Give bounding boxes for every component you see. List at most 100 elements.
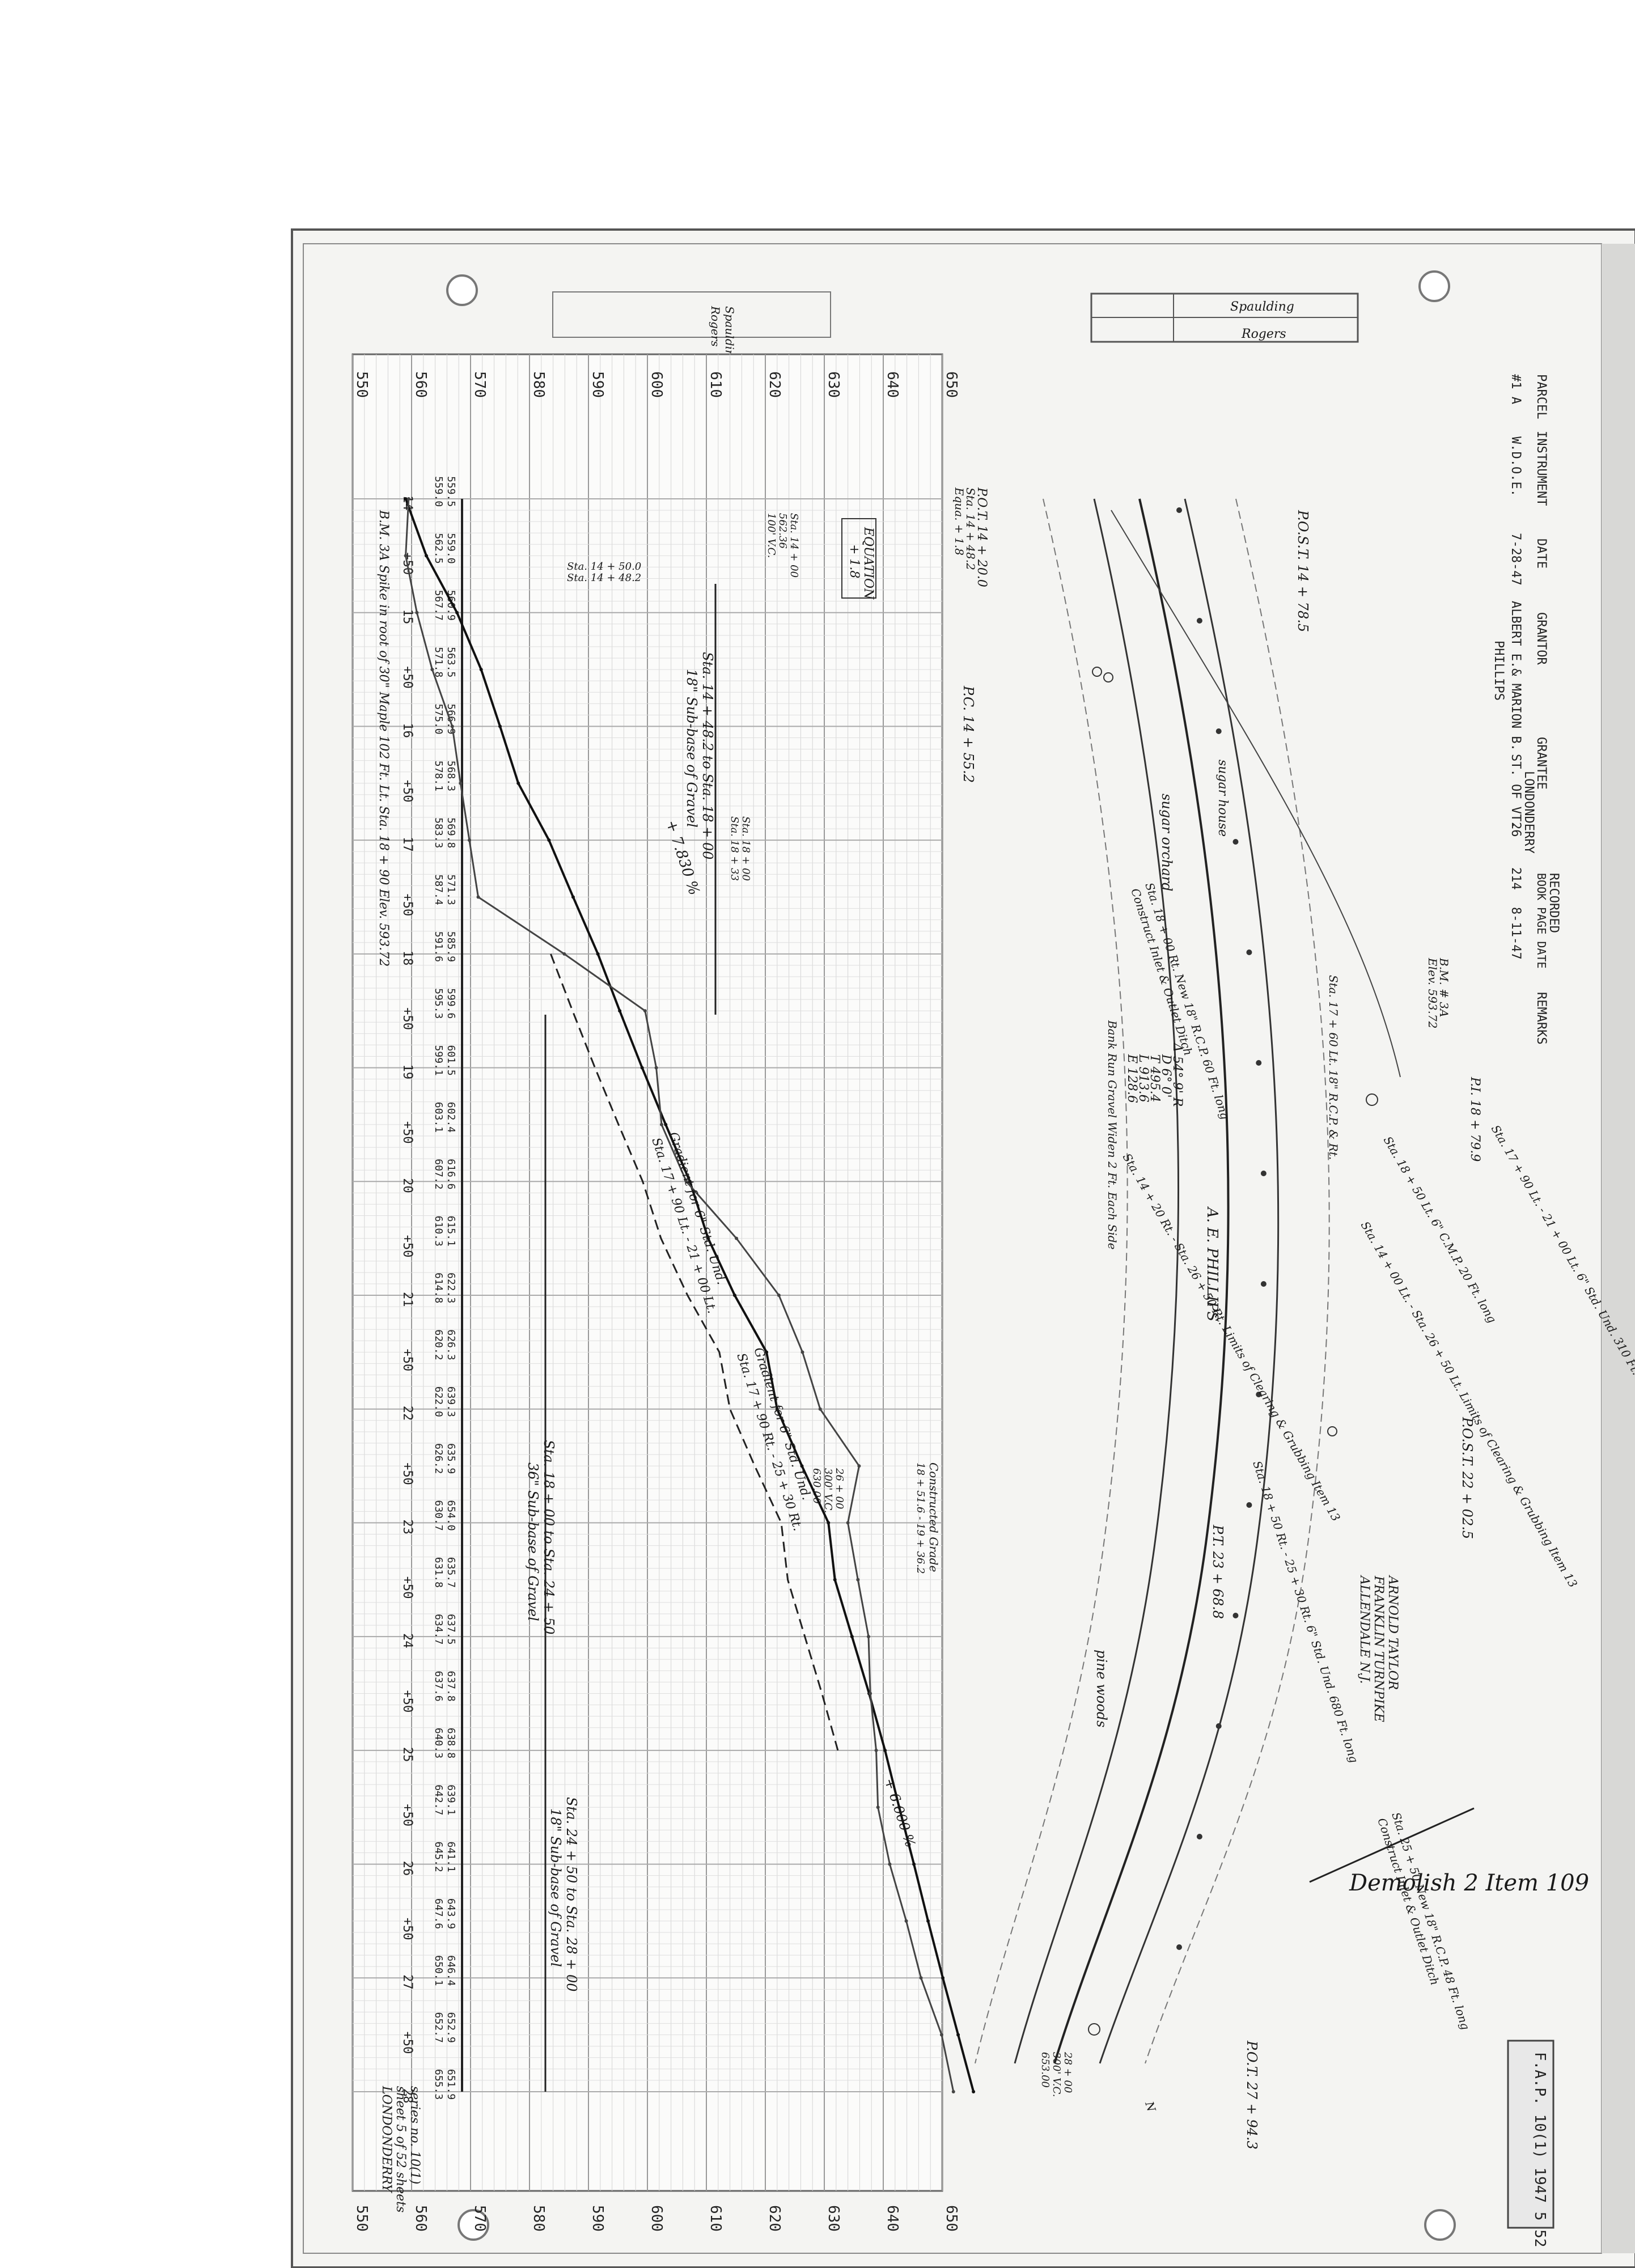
existing-elevation: 646.4 — [445, 1955, 457, 1986]
bench-mark-label: B.M. # 3A — [1437, 957, 1451, 1018]
profile-point — [425, 554, 428, 558]
pot-end-label: P.O.T. 27 + 94.3 — [1244, 2040, 1260, 2150]
existing-elevation: 569.8 — [445, 817, 457, 848]
grade-elevation: 620.2 — [433, 1329, 444, 1360]
profile-point — [856, 1578, 860, 1582]
post-start-label: P.O.S.T. 14 + 78.5 — [1295, 510, 1311, 632]
existing-elevation: 601.5 — [445, 1045, 457, 1076]
post-end-label: P.O.S.T. 22 + 02.5 — [1459, 1417, 1475, 1539]
pc-label: P.C. 14 + 55.2 — [960, 685, 976, 783]
profile-point — [618, 1009, 622, 1013]
header-instrument: INSTRUMENT — [1534, 431, 1548, 506]
station-label: +50 — [400, 2032, 414, 2054]
profile-point — [430, 668, 434, 672]
header-grantee: GRANTEE — [1534, 737, 1548, 790]
subbase-3: Sta. 24 + 50 to Sta. 28 + 00 — [564, 1797, 579, 1992]
value-date: 7-28-47 — [1509, 533, 1523, 586]
profile-point — [897, 1805, 901, 1809]
right-row-line — [975, 498, 1128, 2064]
grade-elevation: 631.8 — [433, 1557, 444, 1588]
north-arrow: Demolish 2 Item 109 — [1309, 1807, 1589, 1896]
profile-point — [476, 895, 480, 899]
existing-elevation: 615.1 — [445, 1216, 457, 1247]
profile-point — [800, 1350, 804, 1354]
elevation-label: 620 — [766, 371, 783, 398]
station-label: +50 — [400, 1690, 414, 1713]
profile-point — [571, 895, 575, 899]
profile-point — [874, 1748, 878, 1752]
station-label: 27 — [400, 1974, 414, 1990]
elevation-label: 580 — [530, 2205, 547, 2232]
sugar-orchard-label: sugar orchard — [1159, 794, 1175, 892]
profile-point — [972, 2090, 976, 2093]
end-vpi-station: 28 + 00 — [1062, 2051, 1074, 2093]
existing-elevation: 654.0 — [445, 1500, 457, 1531]
profile-point — [562, 952, 566, 956]
profile-point — [869, 1692, 872, 1695]
elevation-label: 590 — [589, 371, 606, 398]
pine-woods-label: pine woods — [1094, 1650, 1109, 1727]
curve-t: T 495.4 — [1147, 1054, 1162, 1103]
bank-run-note: Bank Run Gravel Widen 2 Ft. Each Side — [1105, 1020, 1119, 1249]
bench-mark-elev: Elev. 593.72 — [1426, 957, 1439, 1028]
station-label: +50 — [400, 780, 414, 803]
existing-elevation: 571.3 — [445, 875, 457, 905]
station-label: +50 — [400, 1007, 414, 1030]
header-remarks: REMARKS — [1534, 992, 1548, 1045]
value-parcel: #1 A — [1509, 374, 1523, 404]
existing-elevation: 585.9 — [445, 931, 457, 962]
grade-elevation: 562.5 — [433, 533, 444, 563]
curve-l: L 913.6 — [1136, 1054, 1150, 1103]
taylor-city: ALLENDALE N.J. — [1357, 1575, 1371, 1684]
profile-point — [459, 781, 463, 785]
profile-point — [450, 724, 454, 728]
profile-point — [467, 838, 471, 842]
profile-point — [876, 1805, 880, 1809]
centerline — [1053, 498, 1230, 2064]
binder-hole — [1418, 270, 1450, 302]
station-label: 20 — [400, 1178, 414, 1193]
existing-road — [1111, 510, 1401, 1078]
elevation-label: 610 — [707, 2205, 724, 2232]
station-label: 18 — [400, 951, 414, 966]
profile-point — [941, 1976, 945, 1980]
value-page: 214 — [1509, 867, 1523, 890]
existing-elevation: 638.8 — [445, 1728, 457, 1758]
value-grantee-2: LONDONDERRY — [1522, 771, 1536, 854]
left-edge — [1099, 498, 1280, 2064]
grade-elevation: 647.6 — [433, 1898, 444, 1929]
bench-mark-note: B.M. 3A Spike in root of 30" Maple 102 F… — [376, 510, 391, 966]
grade-elevation: 587.4 — [433, 875, 444, 905]
elevation-label: 580 — [530, 371, 547, 398]
profile-point — [926, 1919, 930, 1923]
station-label: +50 — [400, 1918, 414, 1940]
profile-point — [777, 1294, 781, 1297]
elevation-label: 590 — [589, 2205, 606, 2232]
owner-label: A. E. PHILLIPS — [1204, 1206, 1221, 1321]
vpi-1-station: Sta. 14 + 00 — [788, 513, 800, 578]
station-label: +50 — [400, 1121, 414, 1144]
station-label: +50 — [400, 1804, 414, 1826]
right-edge — [1014, 498, 1180, 2064]
profile-point — [827, 1521, 831, 1525]
pt-label: P.T. 23 + 68.8 — [1210, 1524, 1226, 1619]
profile-point — [800, 1464, 804, 1468]
grade-elevation: 622.0 — [433, 1387, 444, 1417]
left-row-line — [1145, 498, 1330, 2064]
profile-point — [643, 1009, 647, 1013]
grade-elevation: 637.6 — [433, 1671, 444, 1702]
station-elevation-pairs: 559.5559.0559.0562.5560.9567.7563.5571.8… — [433, 476, 457, 2100]
vpi-1-elev: 562.36 — [777, 513, 789, 549]
value-grantor-1: ALBERT E.& MARION B. — [1509, 601, 1523, 751]
subbase-2: Sta. 18 + 00 to Sta. 24 + 50 — [541, 1440, 557, 1635]
pot-label-3: Equa. + 1.8 — [952, 487, 966, 556]
profile-point — [850, 1635, 854, 1639]
elevation-label: 600 — [648, 2205, 665, 2232]
station-label: +50 — [400, 1576, 414, 1599]
existing-elevation: 637.5 — [445, 1614, 457, 1644]
svg-text:F.A.P. 10(1) 1947 5 52: F.A.P. 10(1) 1947 5 52 — [1531, 2052, 1548, 2247]
grade-elevation: 571.8 — [433, 647, 444, 677]
station-tick — [1196, 1834, 1202, 1839]
station-label: +50 — [400, 894, 414, 917]
